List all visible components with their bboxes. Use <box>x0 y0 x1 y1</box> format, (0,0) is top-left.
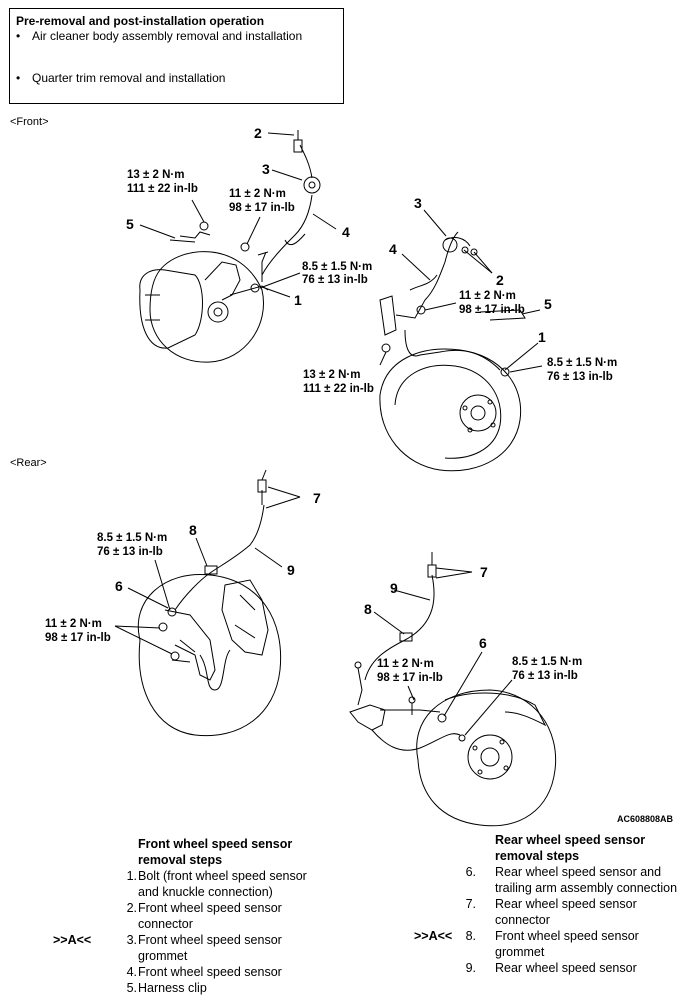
step-reference: >>A<< <box>53 933 92 947</box>
callout-6-rear-left: 6 <box>115 578 123 594</box>
rear-left-brake-assembly <box>114 469 301 737</box>
torque-11-nm: 11 ± 2 N·m <box>459 290 516 302</box>
callout-7-rear-left: 7 <box>313 490 321 506</box>
step-number: 3. <box>126 933 137 947</box>
step-number: 5. <box>126 981 137 995</box>
step-text: Front wheel speed sensor <box>138 901 282 915</box>
pre-removal-title: Pre-removal and post-installation operat… <box>16 14 265 28</box>
callout-8-rear-right: 8 <box>364 601 372 617</box>
step-number: 9. <box>465 961 476 975</box>
torque-13-inlb: 111 ± 22 in-lb <box>127 183 198 195</box>
step-text: Front wheel speed sensor <box>138 933 282 947</box>
torque-11-inlb: 98 ± 17 in-lb <box>229 202 295 214</box>
callout-7-rear-right: 7 <box>480 564 488 580</box>
step-item: 1. Bolt (front wheel speed sensor and kn… <box>105 868 345 900</box>
torque-13-nm: 13 ± 2 N·m <box>303 369 360 381</box>
step-item: >>A<< 3. Front wheel speed sensor gromme… <box>53 932 345 964</box>
step-text: connector <box>495 913 550 927</box>
step-number: 1. <box>126 869 137 883</box>
figure-code: AC608808AB <box>617 814 674 824</box>
step-text: Rear wheel speed sensor <box>495 897 637 911</box>
callout-9-rear-left: 9 <box>287 562 295 578</box>
front-steps-heading-line1: Front wheel speed sensor <box>138 837 293 851</box>
torque-85-nm: 8.5 ± 1.5 N·m <box>547 357 617 369</box>
callout-2-front-right: 2 <box>496 272 504 288</box>
torque-85-nm: 8.5 ± 1.5 N·m <box>302 261 372 273</box>
torque-specs: 13 ± 2 N·m 111 ± 22 in-lb 11 ± 2 N·m 98 … <box>45 169 617 684</box>
front-left-brake-assembly <box>139 130 337 363</box>
rear-steps-heading-line1: Rear wheel speed sensor <box>495 833 646 847</box>
bullet: • <box>16 29 21 43</box>
front-right-brake-assembly <box>379 209 543 472</box>
step-text: Rear wheel speed sensor <box>495 961 637 975</box>
front-steps-list: Front wheel speed sensor removal steps 1… <box>53 836 345 996</box>
callout-8-rear-left: 8 <box>189 522 197 538</box>
callout-3-front-right: 3 <box>414 195 422 211</box>
step-text: grommet <box>138 949 188 963</box>
pre-removal-box: Pre-removal and post-installation operat… <box>9 8 344 104</box>
pre-removal-item: • Quarter trim removal and installation <box>16 71 225 85</box>
callout-1-front-right: 1 <box>538 329 546 345</box>
torque-85-nm: 8.5 ± 1.5 N·m <box>97 532 167 544</box>
torque-13-inlb: 111 ± 22 in-lb <box>303 383 374 395</box>
callout-4-front-left: 4 <box>342 224 350 240</box>
callout-4-front-right: 4 <box>389 241 397 257</box>
step-number: 7. <box>465 897 476 911</box>
section-label-rear: <Rear> <box>10 457 47 469</box>
callout-1-front-left: 1 <box>294 292 302 308</box>
rear-steps-list: Rear wheel speed sensor removal steps 6.… <box>414 832 694 976</box>
step-text: and knuckle connection) <box>138 885 273 899</box>
torque-11-inlb: 98 ± 17 in-lb <box>459 304 525 316</box>
callout-5-front-left: 5 <box>126 216 134 232</box>
rear-steps-heading-line2: removal steps <box>495 849 580 863</box>
torque-11-inlb: 98 ± 17 in-lb <box>45 632 111 644</box>
torque-85-inlb: 76 ± 13 in-lb <box>97 546 163 558</box>
step-item: 5. Harness clip <box>105 980 345 996</box>
section-label-front: <Front> <box>10 116 49 128</box>
callout-3-front-left: 3 <box>262 161 270 177</box>
step-item: 9. Rear wheel speed sensor <box>462 960 694 976</box>
step-item: 2. Front wheel speed sensor connector <box>105 900 345 932</box>
step-item: 7. Rear wheel speed sensor connector <box>462 896 694 928</box>
step-text: Rear wheel speed sensor and <box>495 865 662 879</box>
callout-2-front-left: 2 <box>254 125 262 141</box>
rear-steps-heading: Rear wheel speed sensor removal steps <box>462 832 694 864</box>
torque-11-nm: 11 ± 2 N·m <box>45 618 102 630</box>
torque-13-nm: 13 ± 2 N·m <box>127 169 184 181</box>
wheel-speed-sensor-diagram: 2 3 4 5 1 3 4 2 5 1 7 8 9 6 7 9 8 6 13 ±… <box>45 125 617 827</box>
step-item: >>A<< 8. Front wheel speed sensor gromme… <box>414 928 694 960</box>
step-text: Bolt (front wheel speed sensor <box>138 869 307 883</box>
torque-11-inlb: 98 ± 17 in-lb <box>377 672 443 684</box>
step-number: 6. <box>465 865 476 879</box>
pre-removal-item: • Air cleaner body assembly removal and i… <box>16 29 302 43</box>
callout-5-front-right: 5 <box>544 296 552 312</box>
torque-85-nm: 8.5 ± 1.5 N·m <box>512 656 582 668</box>
torque-11-nm: 11 ± 2 N·m <box>229 188 286 200</box>
step-item: 6. Rear wheel speed sensor and trailing … <box>462 864 694 896</box>
callout-6-rear-right: 6 <box>479 635 487 651</box>
torque-85-inlb: 76 ± 13 in-lb <box>547 371 613 383</box>
torque-11-nm: 11 ± 2 N·m <box>377 658 434 670</box>
step-text: grommet <box>495 945 545 959</box>
torque-85-inlb: 76 ± 13 in-lb <box>302 274 368 286</box>
callout-9-rear-right: 9 <box>390 580 398 596</box>
step-number: 4. <box>126 965 137 979</box>
step-text: trailing arm assembly connection <box>495 881 678 895</box>
front-steps-heading-line2: removal steps <box>138 853 223 867</box>
step-text: Front wheel speed sensor <box>138 965 282 979</box>
torque-85-inlb: 76 ± 13 in-lb <box>512 670 578 682</box>
pre-removal-item-text: Air cleaner body assembly removal and in… <box>32 29 303 43</box>
bullet: • <box>16 71 21 85</box>
step-item: 4. Front wheel speed sensor <box>105 964 345 980</box>
step-text: Front wheel speed sensor <box>495 929 639 943</box>
callout-numbers: 2 3 4 5 1 3 4 2 5 1 7 8 9 6 7 9 8 6 <box>115 125 552 651</box>
step-text: Harness clip <box>138 981 207 995</box>
step-number: 8. <box>465 929 476 943</box>
front-steps-heading: Front wheel speed sensor removal steps <box>105 836 345 868</box>
step-text: connector <box>138 917 193 931</box>
pre-removal-item-text: Quarter trim removal and installation <box>32 71 226 85</box>
step-number: 2. <box>126 901 137 915</box>
step-reference: >>A<< <box>414 929 453 943</box>
rear-right-brake-assembly <box>349 552 557 827</box>
